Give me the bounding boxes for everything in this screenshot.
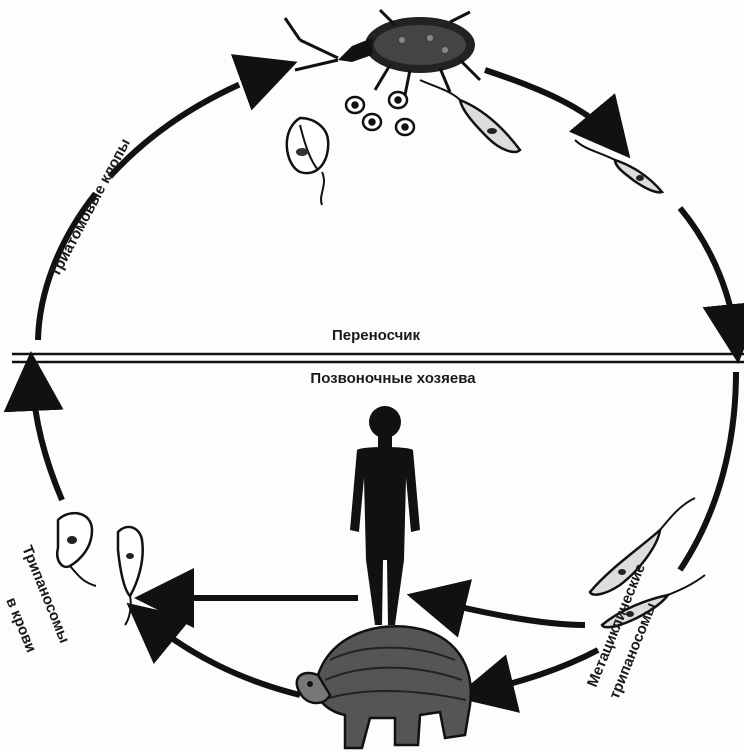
trypanosome-icon (420, 80, 520, 152)
arrow-metacyclic-to-human (430, 600, 585, 625)
arrow-bug-to-right-1 (485, 70, 615, 140)
label-vector-bugs: Триатомовые клопы (47, 136, 134, 280)
triatomine-bug-icon (285, 10, 480, 95)
label-vector: Переносчик (332, 327, 421, 344)
arrow-armadillo-to-blood (145, 618, 300, 695)
trypanosome-icon (575, 140, 662, 192)
label-vertebrate-hosts: Позвоночные хозяева (310, 370, 476, 387)
label-blood-line2: в крови (2, 595, 39, 655)
trypanosome-icon (118, 527, 143, 625)
arrow-right-to-divider (680, 208, 736, 340)
arrow-divider-to-metacyclic (680, 372, 736, 570)
arrow-metacyclic-to-armadillo (478, 650, 598, 692)
vector-host-divider (12, 354, 744, 362)
armadillo-icon (297, 626, 471, 748)
arrow-left-to-bug (38, 70, 275, 340)
arrow-blood-to-divider (32, 375, 62, 500)
trypanosome-icon (57, 513, 96, 586)
trypanosome-icon (287, 118, 328, 205)
cyst-cluster-icon (346, 92, 414, 135)
human-silhouette-icon (350, 406, 420, 625)
